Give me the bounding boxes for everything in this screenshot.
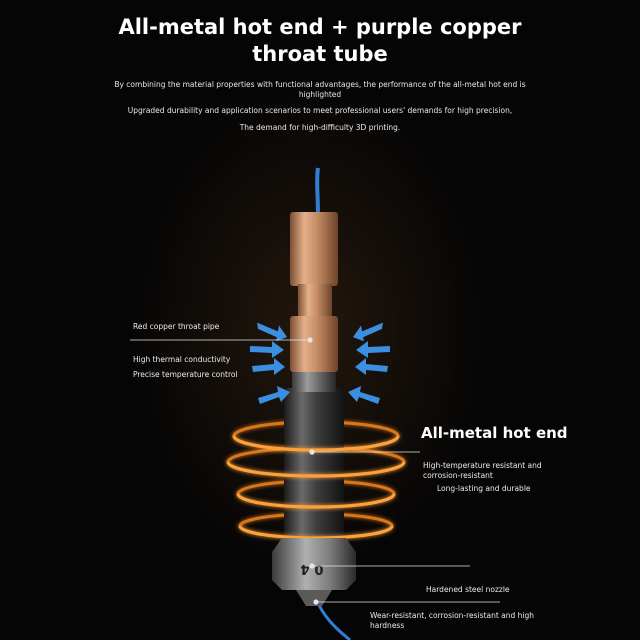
callout-temperature-control: Precise temperature control	[133, 370, 238, 379]
heat-rings-front	[226, 435, 406, 540]
arrow-left-3	[252, 358, 285, 375]
arrow-left-4	[258, 386, 290, 404]
nozzle: 0.4	[272, 538, 356, 606]
leader-lines	[130, 337, 500, 605]
intro-paragraph-3: The demand for high-difficulty 3D printi…	[239, 122, 401, 132]
title-line-2: throat tube	[252, 42, 388, 66]
intro-text: By combining the material properties wit…	[100, 80, 540, 139]
callout-resistant: High-temperature resistant and corrosion…	[423, 461, 542, 480]
arrow-right-3	[355, 358, 388, 375]
arrow-right-1	[352, 322, 383, 342]
callout-wear-resistant: Wear-resistant, corrosion-resistant and …	[370, 611, 535, 630]
page-title: All-metal hot end + purple copper throat…	[60, 14, 580, 68]
arrow-right-4	[348, 386, 380, 404]
arrow-left-2	[250, 341, 284, 358]
callout-hot-end-title: All-metal hot end	[421, 424, 568, 442]
intro-paragraph-1: By combining the material properties wit…	[114, 80, 526, 99]
callout-throat-pipe: Red copper throat pipe	[133, 322, 220, 331]
title-line-1: All-metal hot end + purple copper	[118, 15, 522, 39]
intro-paragraph-2: Upgraded durability and application scen…	[127, 106, 513, 115]
airflow-arrows	[250, 322, 390, 404]
copper-bottom-cylinder	[290, 316, 338, 372]
nozzle-hex	[272, 538, 356, 590]
arrow-left-1	[257, 322, 288, 342]
copper-top-cylinder	[290, 212, 338, 286]
copper-middle-hex	[298, 284, 332, 318]
callout-thermal-conductivity: High thermal conductivity	[133, 355, 231, 364]
arrow-right-2	[356, 341, 390, 358]
heat-break-tube	[284, 388, 344, 538]
callout-durable: Long-lasting and durable	[437, 484, 531, 493]
callout-nozzle: Hardened steel nozzle	[426, 585, 510, 594]
